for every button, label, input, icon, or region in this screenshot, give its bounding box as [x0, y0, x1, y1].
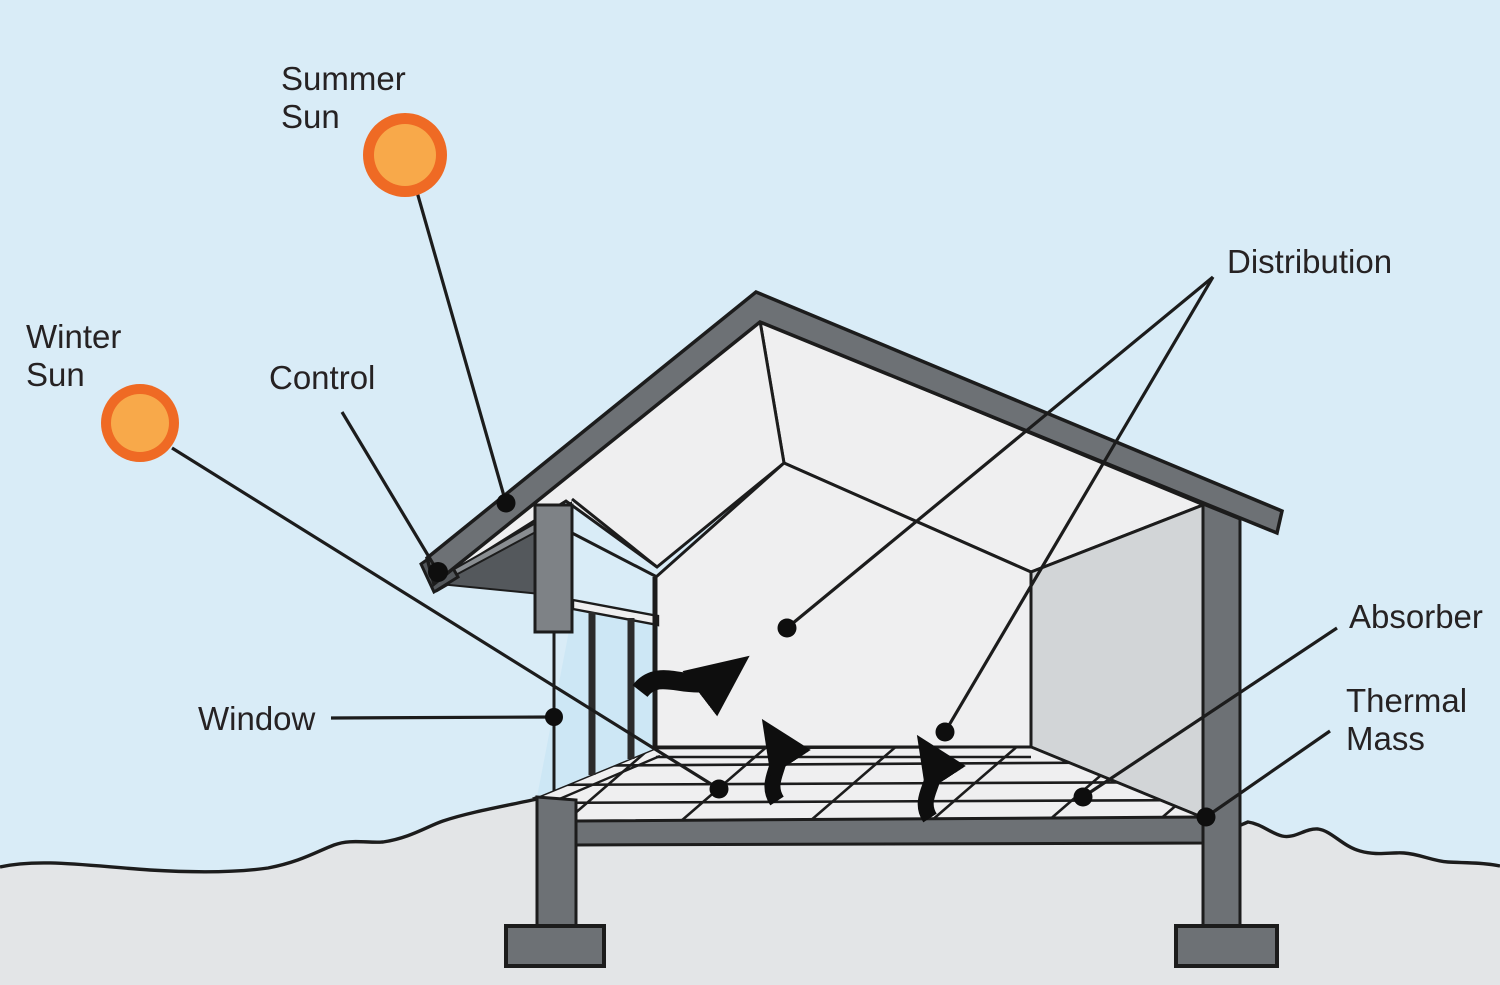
winter-sun-icon [101, 384, 179, 462]
top-plate-upper-line [571, 497, 658, 569]
label-absorber: Absorber [1349, 598, 1483, 635]
left-footing [504, 924, 606, 968]
top-plate-lower-line [571, 531, 658, 579]
thermal-mass-dot [1196, 807, 1216, 827]
right-footing [1174, 924, 1279, 968]
label-summer-sun: Summer Sun [281, 60, 406, 136]
airflow-up-arrow-left [761, 718, 811, 806]
airflow-horizontal-arrow [632, 655, 750, 717]
summer-sun-icon [363, 113, 447, 197]
ground [0, 799, 1500, 985]
window-dot [545, 708, 563, 726]
label-distribution: Distribution [1227, 243, 1393, 280]
left-upper-post [533, 503, 574, 634]
winter-ray-dot [709, 779, 729, 799]
leader-lines [171, 191, 1338, 819]
distribution-dot-1 [777, 618, 797, 638]
distribution-dot-2 [935, 722, 955, 742]
distribution-leader-1 [785, 275, 1215, 630]
airflow-up-arrow-right [916, 734, 966, 823]
leader-dots [428, 493, 1216, 827]
winter-sun-ray [171, 446, 720, 791]
roof [425, 289, 1285, 588]
window-leader [330, 715, 555, 720]
right-post [1201, 501, 1242, 930]
distribution-leader-2 [943, 276, 1215, 733]
label-window: Window [198, 700, 316, 737]
label-thermal-mass: Thermal Mass [1346, 682, 1468, 758]
floor-beam [573, 815, 1206, 847]
airflow-arrows [632, 655, 966, 823]
thermal-mass-leader [1205, 729, 1331, 819]
left-lower-post [535, 795, 578, 930]
absorber-leader [1082, 626, 1338, 799]
control-leader [340, 411, 440, 573]
absorber-dot [1073, 787, 1093, 807]
summer-ray-dot [496, 493, 516, 513]
control-dot [428, 562, 448, 582]
summer-sun-ray [415, 191, 508, 504]
label-control: Control [269, 359, 376, 396]
label-winter-sun: Winter Sun [26, 318, 122, 394]
